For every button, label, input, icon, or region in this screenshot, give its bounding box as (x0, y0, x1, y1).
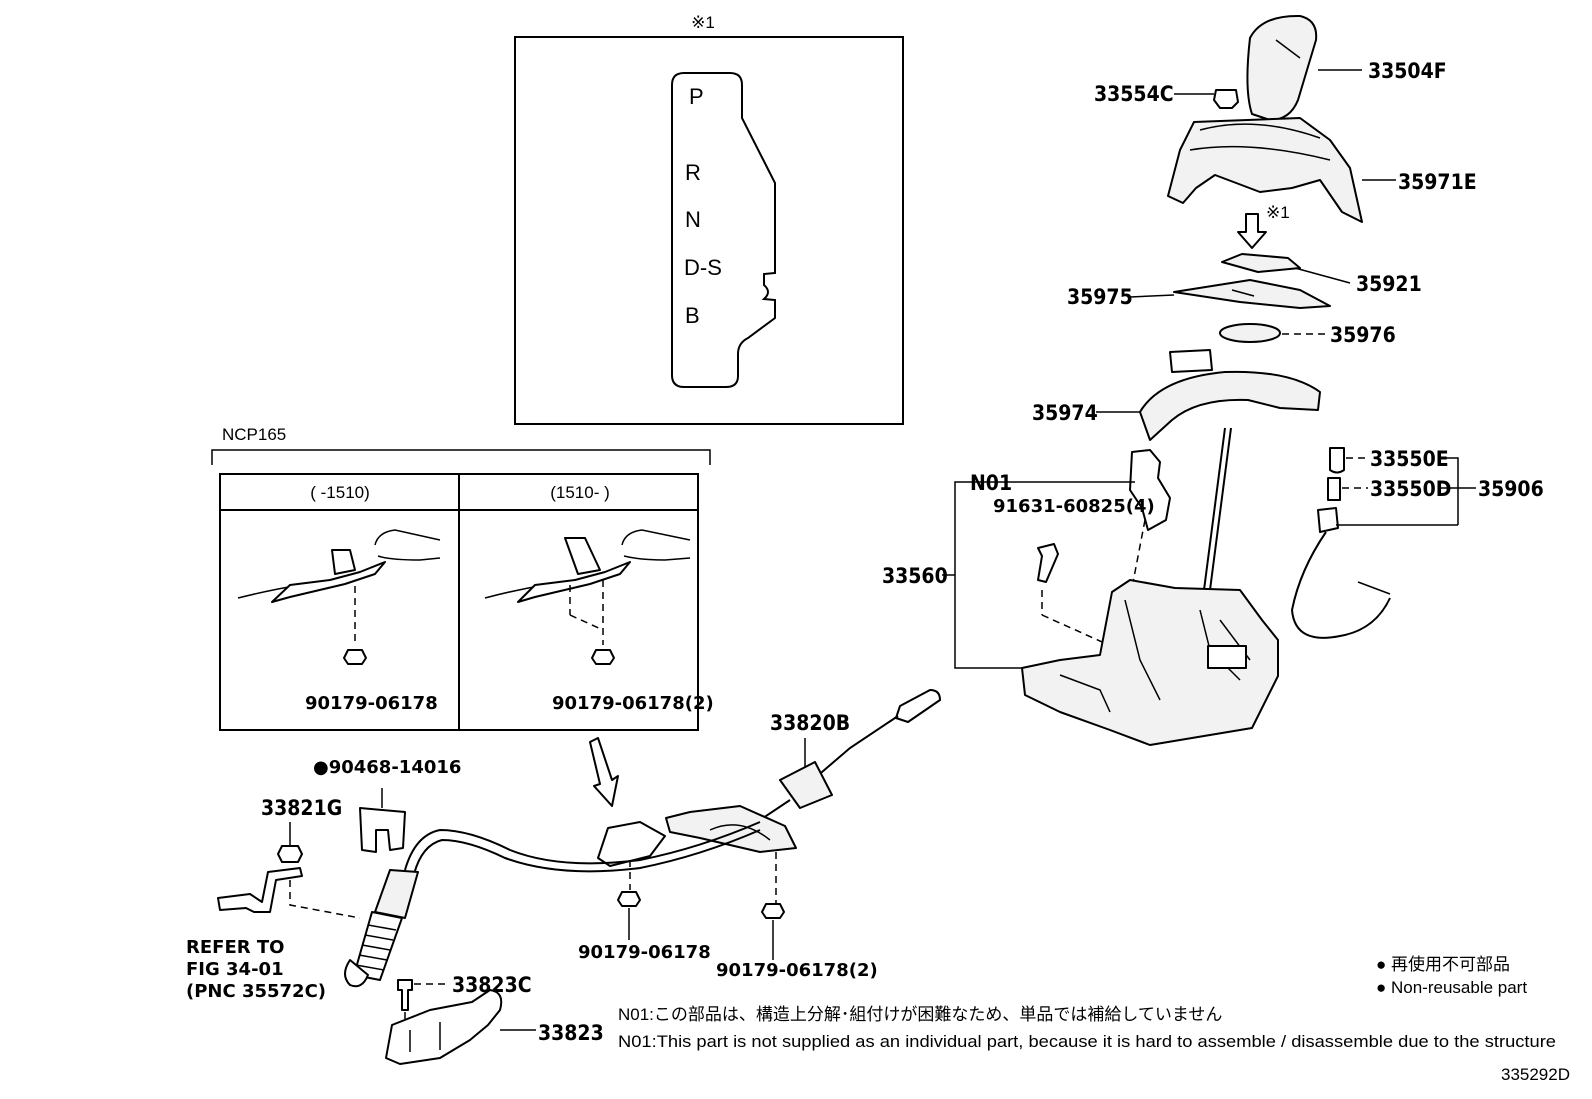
slide-plate-35975 (1173, 279, 1331, 309)
clip-90468 (359, 807, 406, 853)
label-n01: N01 (970, 471, 1012, 495)
note-jp: N01:この部品は、構造上分解･組付けが困難なため、単品では補給していません (618, 1005, 1222, 1024)
bracket-33821g (217, 867, 303, 913)
shift-cable-group: 90179-06178(2) 90179-06178 ●90468-14016 … (186, 689, 941, 1065)
cable-bracket-center (665, 805, 797, 853)
label-33504f: 33504F (1368, 59, 1447, 83)
lamp-socket (1317, 507, 1339, 533)
refer-line-1: REFER TO (186, 937, 284, 958)
label-33560: 33560 (882, 564, 948, 588)
refer-line-3: (PNC 35572C) (186, 981, 326, 1002)
label-33554c: 33554C (1094, 82, 1174, 106)
label-33550d: 33550D (1370, 477, 1451, 501)
refer-line-2: FIG 34-01 (186, 959, 284, 980)
position-indicator-housing (1167, 117, 1363, 223)
gate-outline (671, 72, 776, 388)
label-90468: ●90468-14016 (313, 757, 461, 778)
shift-lever-base (1021, 579, 1279, 746)
gate-box-frame (514, 36, 904, 425)
bolt-33823c (397, 979, 413, 1011)
variant-left-nut-label: 90179-06178 (305, 693, 438, 714)
nut-center-left (617, 891, 641, 907)
marker-arrow-35921 (1237, 213, 1267, 249)
legend-en: ● Non-reusable part (1376, 978, 1527, 997)
label-33550e: 33550E (1370, 447, 1449, 471)
indicator-plate-35921 (1221, 253, 1301, 273)
clip-n01-part (1129, 449, 1171, 531)
gate-marker: ※1 (691, 13, 715, 32)
label-35974: 35974 (1032, 401, 1098, 425)
bracket-33823 (385, 989, 503, 1065)
bulb-33550d (1327, 477, 1341, 501)
bolt-91631 (1037, 543, 1059, 583)
label-35921: 35921 (1356, 272, 1422, 296)
cable-adjuster (779, 761, 833, 809)
label-91631: 91631-60825(4) (993, 496, 1155, 517)
label-35971e: 35971E (1398, 170, 1477, 194)
cable-boot (374, 869, 419, 919)
gate-position-n: N (685, 207, 701, 232)
figure-code: 335292D (1501, 1065, 1570, 1084)
shift-knob (1246, 14, 1318, 121)
cable-sheath (404, 821, 761, 871)
variant-bracket (211, 449, 711, 465)
bulb-33550e (1329, 447, 1345, 474)
nut-33821g (277, 845, 303, 863)
shift-gate-inset: ※1 P R N D-S B (514, 13, 904, 425)
variant-right-range: (1510- ) (550, 483, 610, 502)
label-nut-center: 90179-06178 (578, 942, 711, 963)
gate-position-ds: D-S (684, 255, 722, 280)
label-33823: 33823 (538, 1021, 604, 1045)
label-33821g: 33821G (261, 796, 342, 820)
shift-button (1213, 89, 1239, 109)
cable-bracket-left (597, 821, 666, 867)
housing-35974 (1139, 370, 1321, 441)
cable-end-rod (895, 689, 941, 723)
cover-35976 (1219, 323, 1281, 343)
variant-left-bracket-drawing: 90179-06178 (237, 529, 441, 714)
variant-left-range: ( -1510) (310, 483, 370, 502)
shift-lever-rod (1203, 427, 1226, 591)
lamp-wire (1290, 531, 1391, 639)
label-33820b: 33820B (770, 711, 850, 735)
shift-lever-assembly: 35974 N01 91631-60825(4) 33560 33550E 33… (882, 349, 1544, 746)
ncp165-variant-inset: NCP165 ( -1510) (1510- ) 90179-06178 (211, 425, 714, 731)
label-35906: 35906 (1478, 477, 1544, 501)
label-35975: 35975 (1067, 285, 1133, 309)
gate-position-r: R (685, 160, 701, 185)
variant-model-label: NCP165 (222, 425, 286, 444)
gate-position-p: P (689, 84, 704, 109)
nut-center-right (761, 903, 785, 919)
variant-right-bracket-drawing: 90179-06178(2) (484, 529, 714, 714)
label-nut-right: 90179-06178(2) (716, 960, 878, 981)
marker-35921: ※1 (1266, 203, 1290, 222)
gate-position-b: B (685, 303, 700, 328)
variant-pointer-arrow (589, 737, 619, 807)
shift-knob-group: 33504F 33554C 35971E ※1 35921 35975 3597… (1067, 14, 1477, 347)
variant-right-nut-label: 90179-06178(2) (552, 693, 714, 714)
legend-jp: ● 再使用不可部品 (1376, 954, 1510, 974)
note-en: N01:This part is not supplied as an indi… (618, 1032, 1556, 1051)
label-35976: 35976 (1330, 323, 1396, 347)
